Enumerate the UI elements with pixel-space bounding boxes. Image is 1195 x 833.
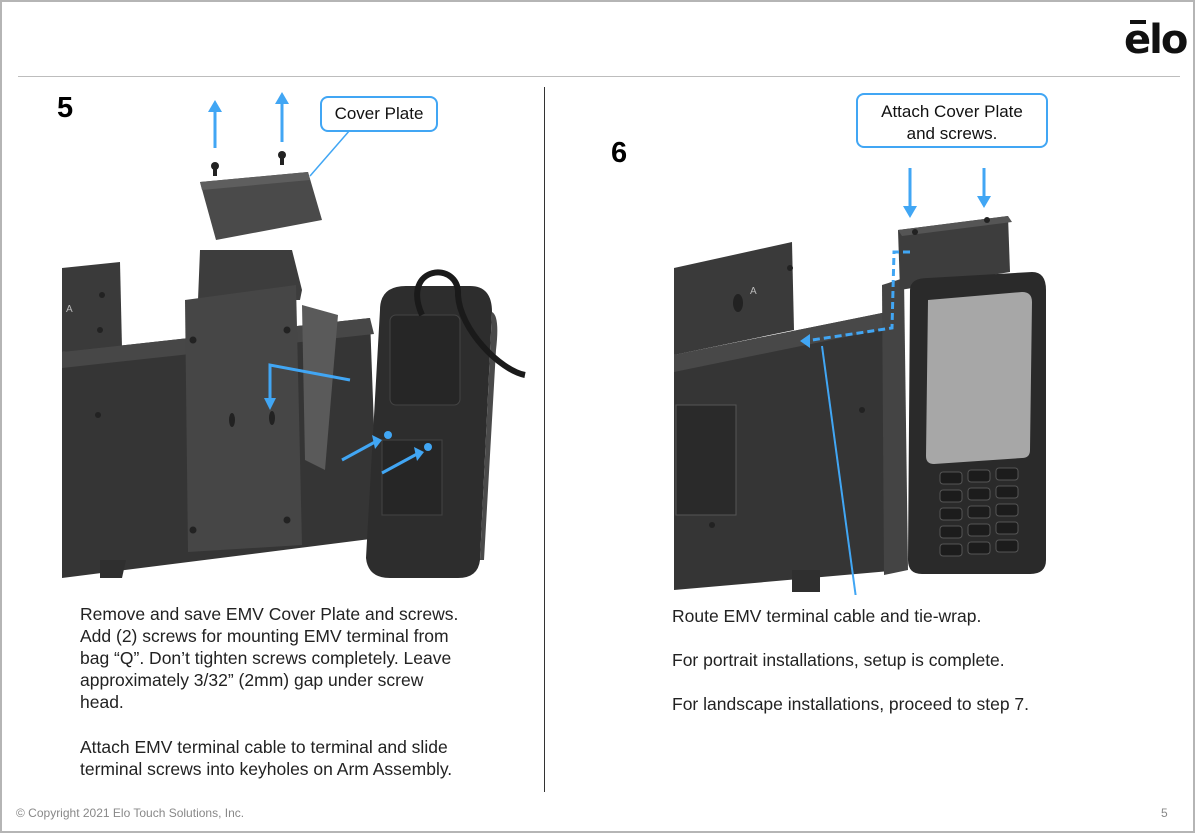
cover-plate: [200, 172, 322, 240]
copyright: © Copyright 2021 Elo Touch Solutions, In…: [16, 806, 245, 820]
header-divider: [18, 76, 1180, 77]
terminal-screw-left: [384, 431, 392, 439]
step-5-illustration: A: [62, 92, 526, 578]
step-6-line-1: Route EMV terminal cable and tie-wrap.: [672, 606, 982, 626]
elo-logo: elo: [1124, 17, 1188, 63]
attach-cover-plate-callout: Attach Cover Plate and screws.: [856, 93, 1048, 148]
mounting-plate: [185, 285, 302, 552]
cable-route: [811, 250, 910, 342]
page-number: 5: [1161, 806, 1168, 820]
tie-wrap-leader: [821, 345, 857, 595]
cover-plate: [898, 216, 1010, 290]
terminal-screen: [926, 292, 1032, 464]
slide-arrow: [268, 363, 351, 402]
step-6-illustration: A: [674, 168, 1046, 595]
step-6-number: 6: [611, 137, 628, 169]
logo-bar: [1130, 20, 1146, 24]
step-6-line-2: For portrait installations, setup is com…: [672, 650, 1005, 670]
mount-label: A: [66, 304, 73, 315]
mount-label: A: [750, 286, 757, 297]
step-5-number: 5: [57, 92, 74, 124]
arm-bracket: [62, 262, 122, 352]
terminal-screw-right: [424, 443, 432, 451]
emv-cable: [414, 269, 526, 378]
cover-plate-callout: Cover Plate: [320, 96, 438, 132]
step-5-paragraph-2: Attach EMV terminal cable to terminal an…: [80, 737, 453, 779]
terminal-keypad: [939, 467, 1019, 557]
step-6-line-3: For landscape installations, proceed to …: [672, 694, 1030, 714]
step-5-paragraph-1: Remove and save EMV Cover Plate and scre…: [80, 604, 459, 712]
column-divider: [544, 87, 545, 792]
